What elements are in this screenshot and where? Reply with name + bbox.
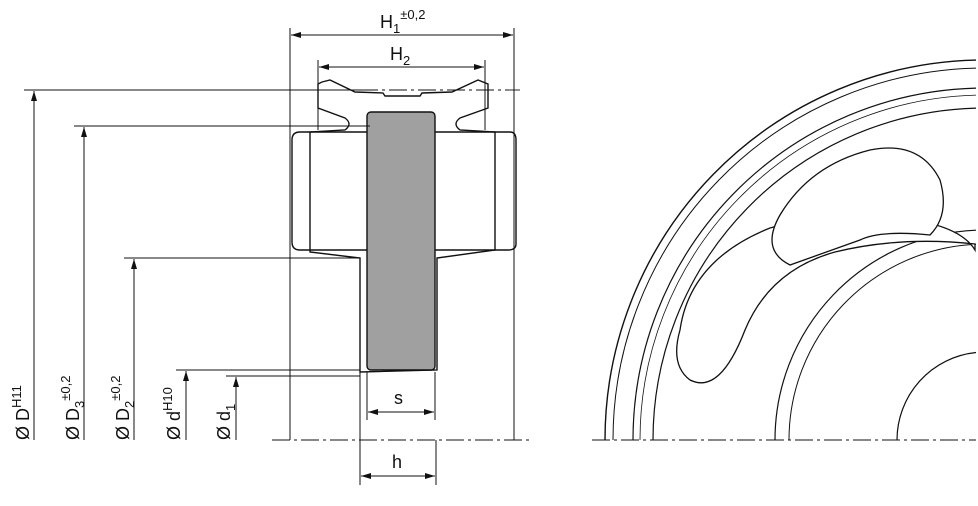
spoke-opening [676, 214, 976, 384]
tread [291, 131, 517, 251]
spoke-opening [771, 147, 944, 266]
label-d: Ø dH10 [160, 387, 184, 440]
label-s: s [394, 388, 403, 408]
label-H1: H1±0,2 [380, 7, 425, 36]
label-D: Ø DH11 [9, 385, 33, 440]
wheel-ring-arc [896, 351, 977, 441]
wheel-ring-arc [639, 94, 977, 441]
label-D3: Ø D3±0,2 [58, 376, 87, 440]
wheel-ring-arc [604, 59, 977, 441]
label-d1: Ø d1 [214, 404, 238, 440]
wheel-ring-arc [612, 67, 977, 441]
hub [366, 111, 436, 371]
wheel-section [291, 79, 517, 373]
wheel-ring-arc [652, 107, 977, 441]
label-D2: Ø D2±0,2 [108, 376, 137, 440]
wheel-ring-arc [788, 243, 977, 441]
label-H2: H2 [390, 44, 410, 68]
wheel-ring-arc [632, 87, 977, 441]
label-h: h [392, 452, 402, 472]
wheel-front-view [604, 59, 977, 441]
